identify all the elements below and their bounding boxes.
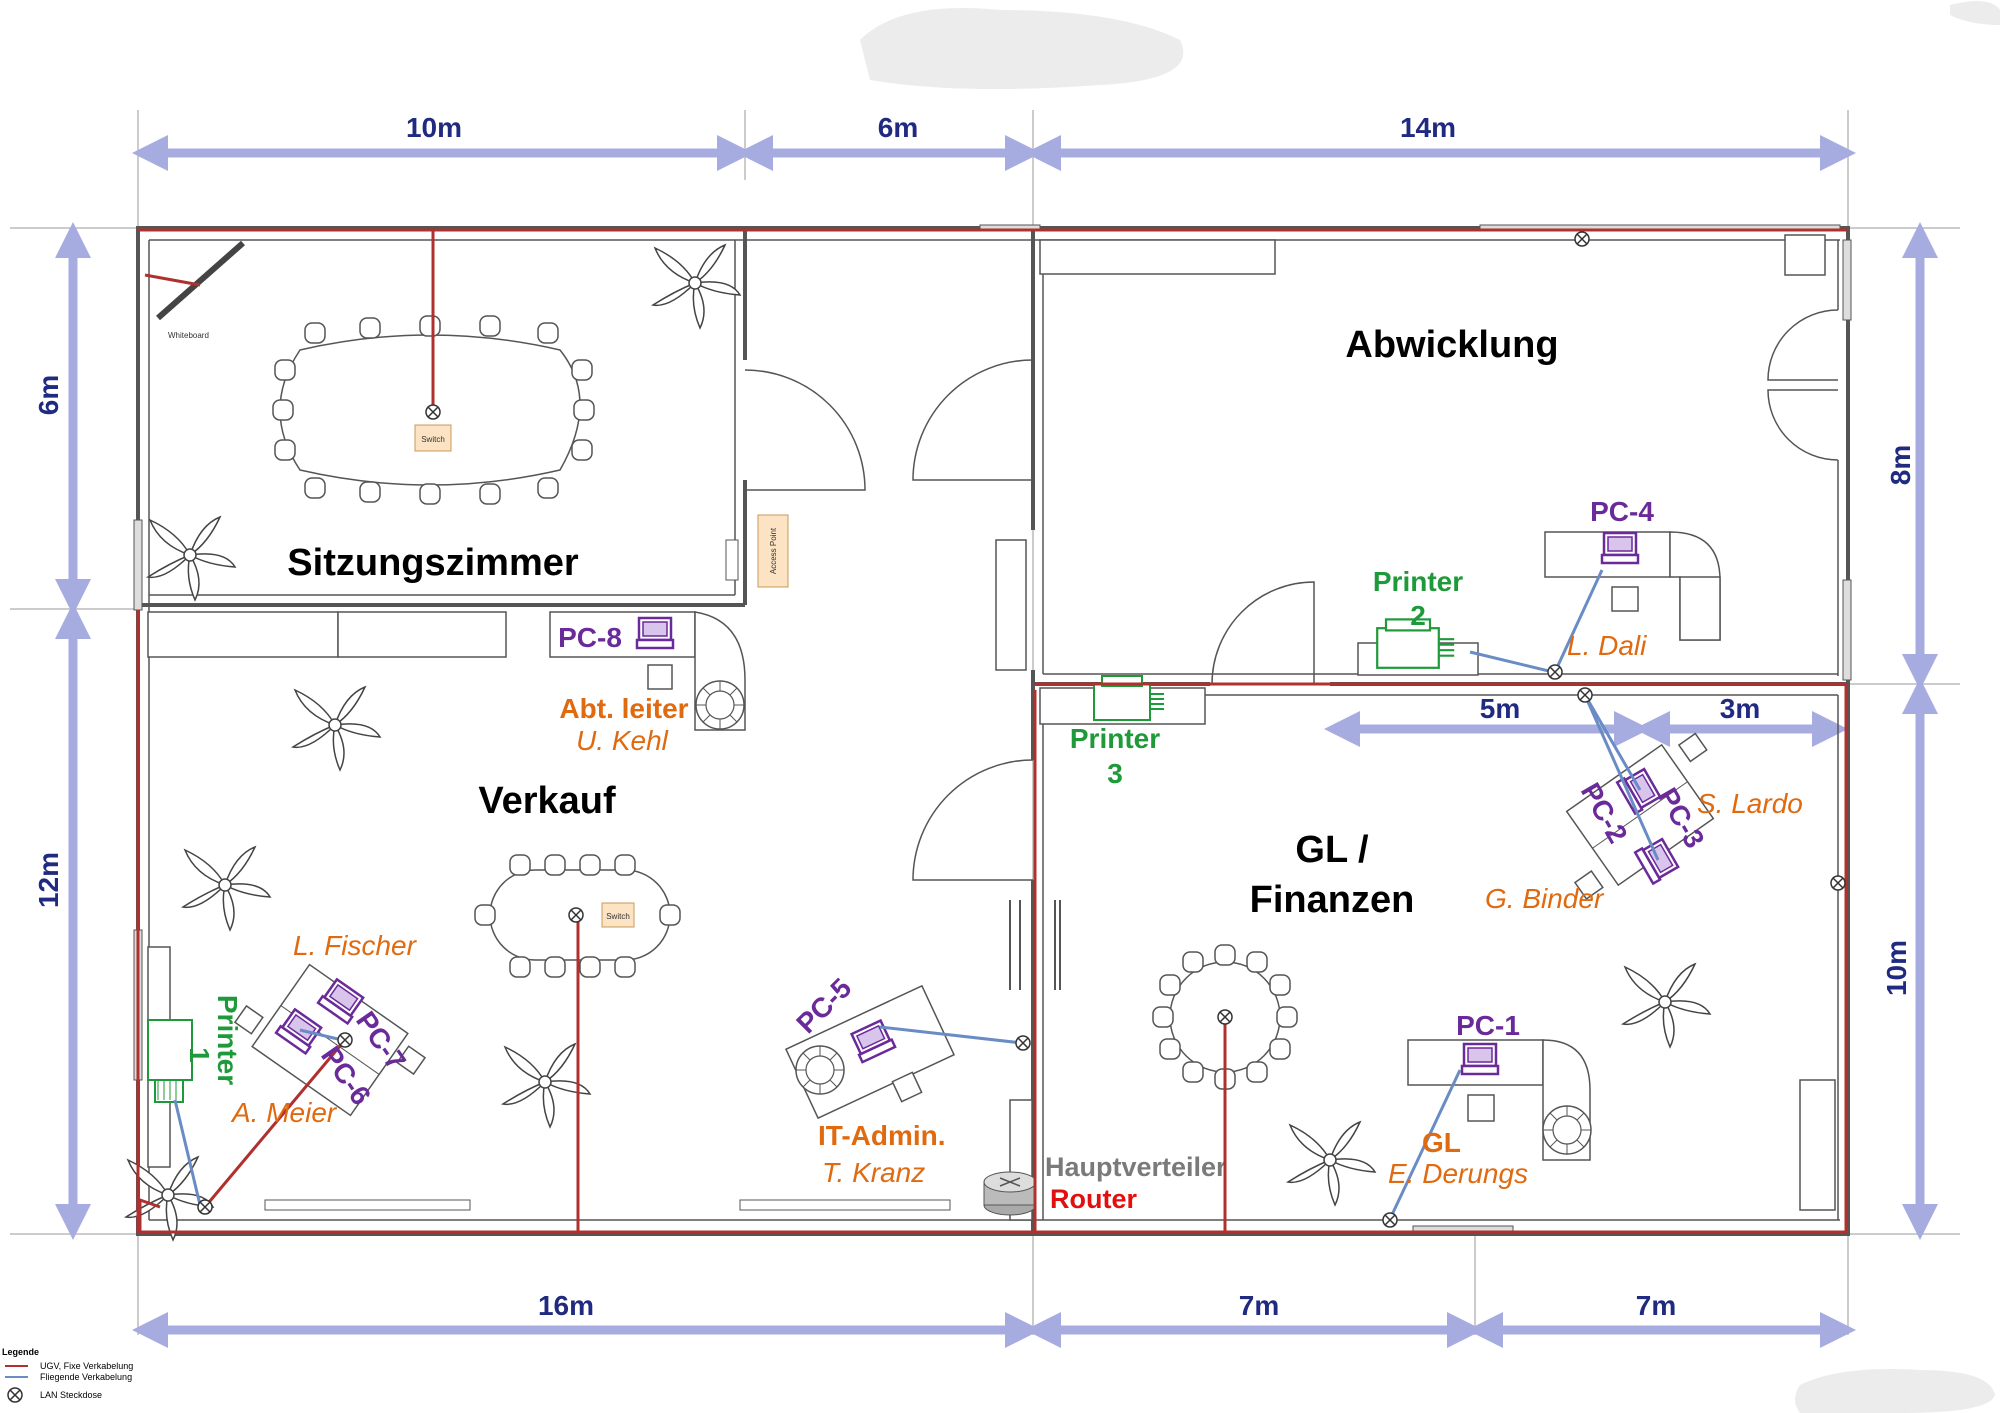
- dim-bottom-3: 7m: [1636, 1290, 1676, 1321]
- printer1-label: Printer: [212, 995, 243, 1085]
- it-admin-name: T. Kranz: [822, 1157, 925, 1188]
- hauptverteiler-label: Hauptverteiler: [1045, 1152, 1227, 1182]
- desk-pc2-pc3: [1565, 732, 1715, 900]
- whiteboard-label: Whiteboard: [168, 331, 209, 340]
- legend: Legende UGV, Fixe Verkabelung Fliegende …: [2, 1347, 133, 1403]
- printer1-icon: [147, 1019, 193, 1103]
- pc4-icon: [1600, 531, 1640, 565]
- dim-left-1: 6m: [33, 375, 64, 415]
- background-smudge: [1950, 1, 2000, 25]
- dim-inner-1: 5m: [1480, 693, 1520, 724]
- chair-icon: [891, 1071, 923, 1103]
- gl-name: E. Derungs: [1388, 1158, 1528, 1189]
- it-admin-role: IT-Admin.: [818, 1120, 946, 1151]
- printer3-number: 3: [1107, 758, 1123, 789]
- dim-top-2: 6m: [878, 112, 918, 143]
- switch-label: Switch: [421, 435, 445, 444]
- person-l-dali: L. Dali: [1567, 630, 1647, 661]
- printer1-number: 1: [184, 1047, 215, 1063]
- dim-inner-2: 3m: [1720, 693, 1760, 724]
- dimension-guides: [10, 110, 1960, 1335]
- legend-fixed: UGV, Fixe Verkabelung: [40, 1361, 133, 1371]
- person-g-binder: G. Binder: [1485, 883, 1605, 914]
- printer2-number: 2: [1410, 600, 1426, 631]
- printer3-icon: [1039, 675, 1206, 725]
- whiteboard-icon: [156, 240, 245, 321]
- person-s-lardo: S. Lardo: [1697, 788, 1803, 819]
- printer3-label: Printer: [1070, 723, 1160, 754]
- dim-right-1: 8m: [1885, 445, 1916, 485]
- room-gl-finanzen-line2: Finanzen: [1250, 879, 1415, 921]
- dim-bottom-1: 16m: [538, 1290, 594, 1321]
- person-a-meier: A. Meier: [230, 1097, 338, 1128]
- abt-leiter-role: Abt. leiter: [559, 693, 688, 724]
- printer2-icon: [1357, 618, 1479, 676]
- radiators: [1009, 900, 1061, 990]
- router-icon: [983, 1171, 1037, 1216]
- router-label: Router: [1050, 1184, 1137, 1214]
- dim-right-2: 10m: [1881, 940, 1912, 996]
- switch-label: Switch: [606, 912, 630, 921]
- access-point-icon: [757, 514, 789, 588]
- ap-mount-icon: [725, 539, 739, 581]
- abt-leiter-name: U. Kehl: [576, 725, 669, 756]
- doors: [744, 309, 1839, 881]
- pc8-label: PC-8: [558, 622, 622, 653]
- person-l-fischer: L. Fischer: [293, 930, 418, 961]
- room-abwicklung: Abwicklung: [1345, 324, 1558, 366]
- fixed-cabling: [136, 228, 1848, 1234]
- legend-socket: LAN Steckdose: [40, 1390, 102, 1400]
- access-point-label: Access Point: [769, 527, 778, 574]
- desk-pc4: [1544, 531, 1721, 641]
- switch-icon: [414, 424, 452, 452]
- fixed-cable: [144, 273, 201, 287]
- switch-icon: [601, 902, 635, 928]
- bin-icon: [795, 1045, 845, 1095]
- background-smudge: [860, 8, 1184, 89]
- flying-cabling: [173, 569, 1660, 1220]
- background-smudge: [1795, 1369, 1995, 1413]
- pc1-icon: [1460, 1042, 1500, 1076]
- pc1-label: PC-1: [1456, 1010, 1520, 1041]
- pc4-label: PC-4: [1590, 496, 1654, 527]
- dim-top-1: 10m: [406, 112, 462, 143]
- dim-left-2: 12m: [33, 852, 64, 908]
- desk-pc6-pc7: [233, 963, 427, 1117]
- room-sitzungszimmer: Sitzungszimmer: [287, 542, 579, 584]
- dimension-arrows: [55, 135, 1938, 1348]
- legend-title: Legende: [2, 1347, 39, 1357]
- legend-flying: Fliegende Verkabelung: [40, 1372, 132, 1382]
- gl-role: GL: [1422, 1127, 1461, 1158]
- legend-socket-icon: [7, 1387, 23, 1403]
- room-verkauf: Verkauf: [478, 780, 616, 822]
- cabinets: [147, 234, 1836, 1221]
- room-gl-finanzen-line1: GL /: [1295, 829, 1369, 871]
- pc8-icon: [635, 616, 675, 650]
- dim-bottom-2: 7m: [1239, 1290, 1279, 1321]
- printer2-label: Printer: [1373, 566, 1463, 597]
- dim-top-3: 14m: [1400, 112, 1456, 143]
